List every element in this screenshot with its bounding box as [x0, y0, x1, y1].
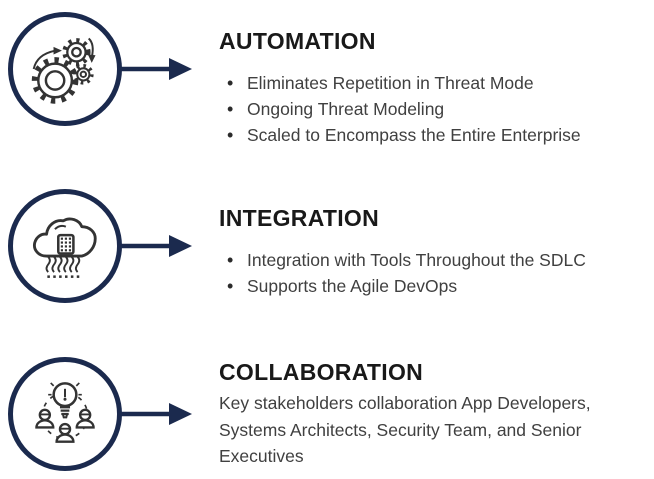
paragraph-line: Executives: [219, 446, 304, 466]
person-figure: [35, 408, 55, 429]
bullet-item: Integration with Tools Throughout the SD…: [219, 247, 651, 273]
arrow-right-icon: [121, 403, 192, 425]
arrow-right-icon: [121, 58, 192, 80]
bullet-item: Scaled to Encompass the Entire Enterpris…: [219, 122, 651, 148]
automation-icon-circle: [8, 12, 122, 126]
automation-bullet-list: Eliminates Repetition in Threat Mode Ong…: [219, 70, 651, 148]
gears-automation-icon: [31, 37, 96, 104]
person-figure: [75, 408, 95, 429]
bullet-item: Supports the Agile DevOps: [219, 273, 651, 299]
collaboration-heading: COLLABORATION: [219, 359, 424, 385]
cloud-integration-icon: [33, 217, 97, 278]
integration-icon-circle: [8, 189, 122, 303]
collaboration-paragraph: Key stakeholders collaboration App Devel…: [219, 390, 651, 470]
paragraph-line: Systems Architects, Security Team, and S…: [219, 419, 582, 440]
bullet-item: Eliminates Repetition in Threat Mode: [219, 70, 651, 96]
automation-heading: AUTOMATION: [219, 28, 376, 54]
bullet-item: Ongoing Threat Modeling: [219, 96, 651, 122]
collaboration-icon-circle: [8, 357, 122, 471]
arrow-right-icon: [121, 235, 192, 257]
paragraph-line: Key stakeholders collaboration App Devel…: [219, 393, 591, 413]
team-collaboration-icon: [35, 382, 95, 443]
integration-section: INTEGRATION Integration with Tools Throu…: [219, 205, 651, 300]
integration-heading: INTEGRATION: [219, 205, 380, 231]
integration-bullet-list: Integration with Tools Throughout the SD…: [219, 247, 651, 299]
automation-section: AUTOMATION Eliminates Repetition in Thre…: [219, 28, 651, 149]
collaboration-section: COLLABORATION Key stakeholders collabora…: [219, 361, 651, 470]
person-figure: [55, 422, 75, 443]
